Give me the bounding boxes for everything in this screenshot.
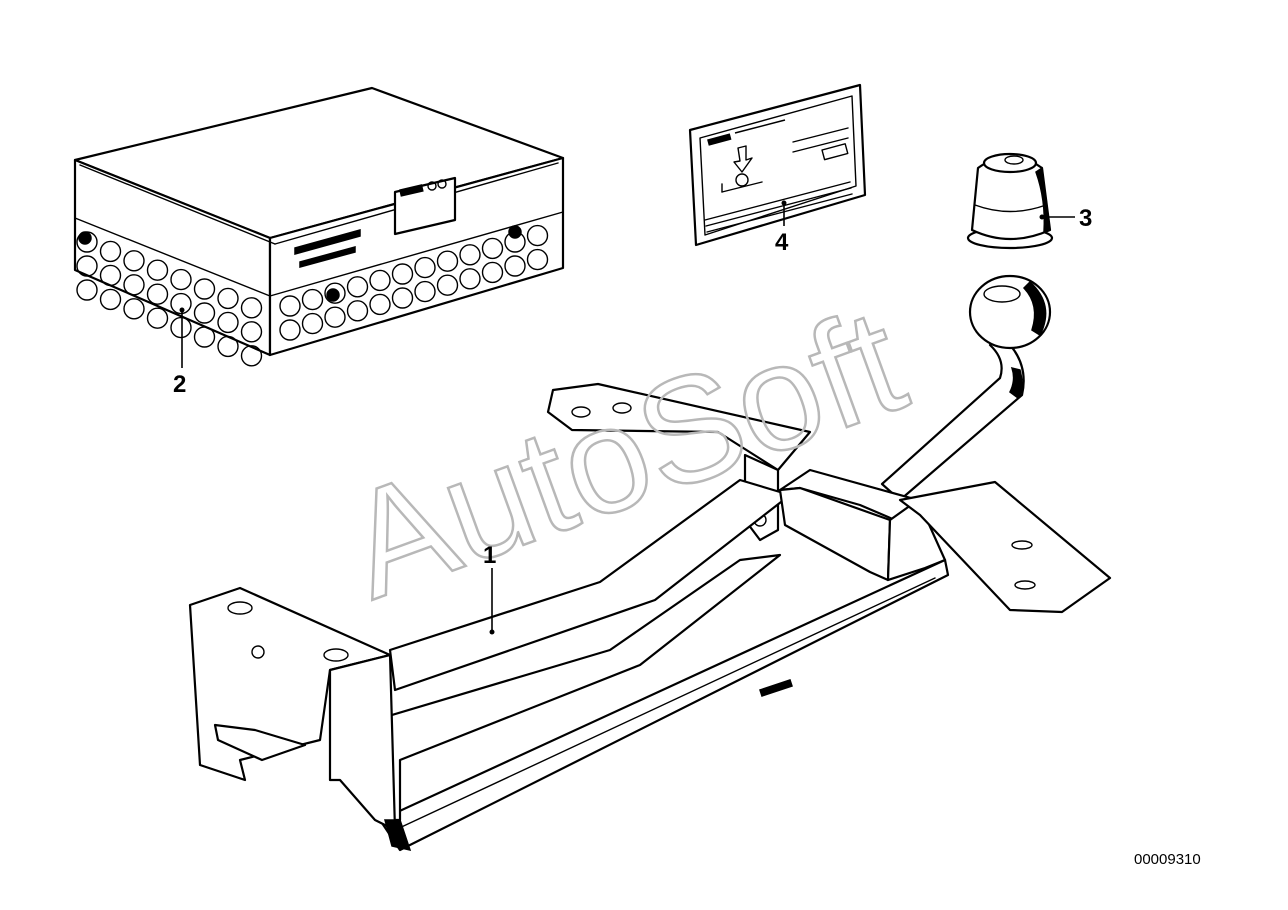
box-pattern-circle	[240, 345, 263, 367]
box-pattern-circle	[240, 321, 263, 343]
box-pattern-circle	[123, 250, 145, 272]
box-pattern-circle	[369, 269, 391, 292]
part-4-label-plate[interactable]	[688, 83, 867, 247]
box-pattern-circle	[346, 300, 369, 322]
box-pattern-circle	[170, 316, 192, 339]
box-pattern-circle	[217, 311, 239, 334]
box-pattern-circle	[324, 306, 346, 328]
box-pattern-circle	[99, 288, 122, 311]
callout-3-label: 3	[1079, 205, 1092, 232]
callout-1[interactable]: 1	[483, 542, 496, 635]
box-pattern-circle	[76, 279, 98, 301]
box-pattern-circle	[301, 312, 324, 335]
box-pattern-circle	[170, 292, 192, 315]
box-pattern-circle	[436, 274, 459, 296]
box-pattern-circle	[193, 302, 216, 324]
box-pattern-circle	[99, 264, 122, 287]
callout-1-label: 1	[483, 542, 496, 569]
part-2-box[interactable]	[73, 86, 565, 367]
box-pattern-circle	[240, 297, 263, 319]
box-pattern-circle	[217, 287, 239, 310]
box-pattern-circle	[217, 335, 239, 358]
callout-2-label: 2	[173, 371, 186, 398]
box-pattern-left	[76, 231, 263, 367]
box-pattern-circle	[146, 307, 169, 329]
box-pattern-circle	[391, 263, 414, 285]
box-pattern-circle	[123, 298, 145, 320]
box-pattern-circle	[123, 274, 145, 296]
box-pattern-circle	[526, 248, 549, 271]
box-pattern-circle	[146, 283, 169, 305]
box-pattern-circle	[414, 280, 436, 303]
box-pattern-circle	[481, 237, 504, 260]
part-1-tow-hitch[interactable]	[188, 274, 1112, 852]
box-pattern-circle	[193, 326, 216, 348]
box-pattern-circle	[301, 288, 324, 311]
box-pattern-circle	[76, 255, 98, 277]
box-pattern-circle	[391, 287, 414, 309]
box-pattern-circle	[170, 268, 192, 291]
part-3-ball-cap[interactable]	[966, 152, 1054, 250]
callout-3[interactable]: 3	[1039, 205, 1093, 232]
callout-4[interactable]: 4	[775, 200, 789, 257]
box-pattern-circle	[504, 255, 526, 277]
box-pattern-circle	[459, 268, 481, 290]
box-pattern-circle	[459, 244, 481, 266]
callout-4-label: 4	[775, 229, 789, 256]
box-pattern-circle	[414, 256, 436, 279]
box-pattern-circle	[279, 295, 301, 317]
box-pattern-circle	[346, 276, 369, 298]
box-pattern-circle	[369, 293, 391, 316]
box-pattern-circle	[279, 319, 301, 341]
box-pattern-circle	[146, 259, 169, 281]
box-pattern-circle	[193, 278, 216, 300]
box-pattern-circle	[481, 261, 504, 284]
box-pattern-circle	[526, 224, 549, 247]
callout-2[interactable]: 2	[173, 307, 186, 399]
diagram-number: 00009310	[1134, 851, 1201, 868]
box-pattern-right	[279, 224, 549, 341]
box-pattern-circle	[436, 250, 459, 272]
box-pattern-circle	[324, 282, 346, 304]
box-pattern-circle	[99, 240, 122, 263]
